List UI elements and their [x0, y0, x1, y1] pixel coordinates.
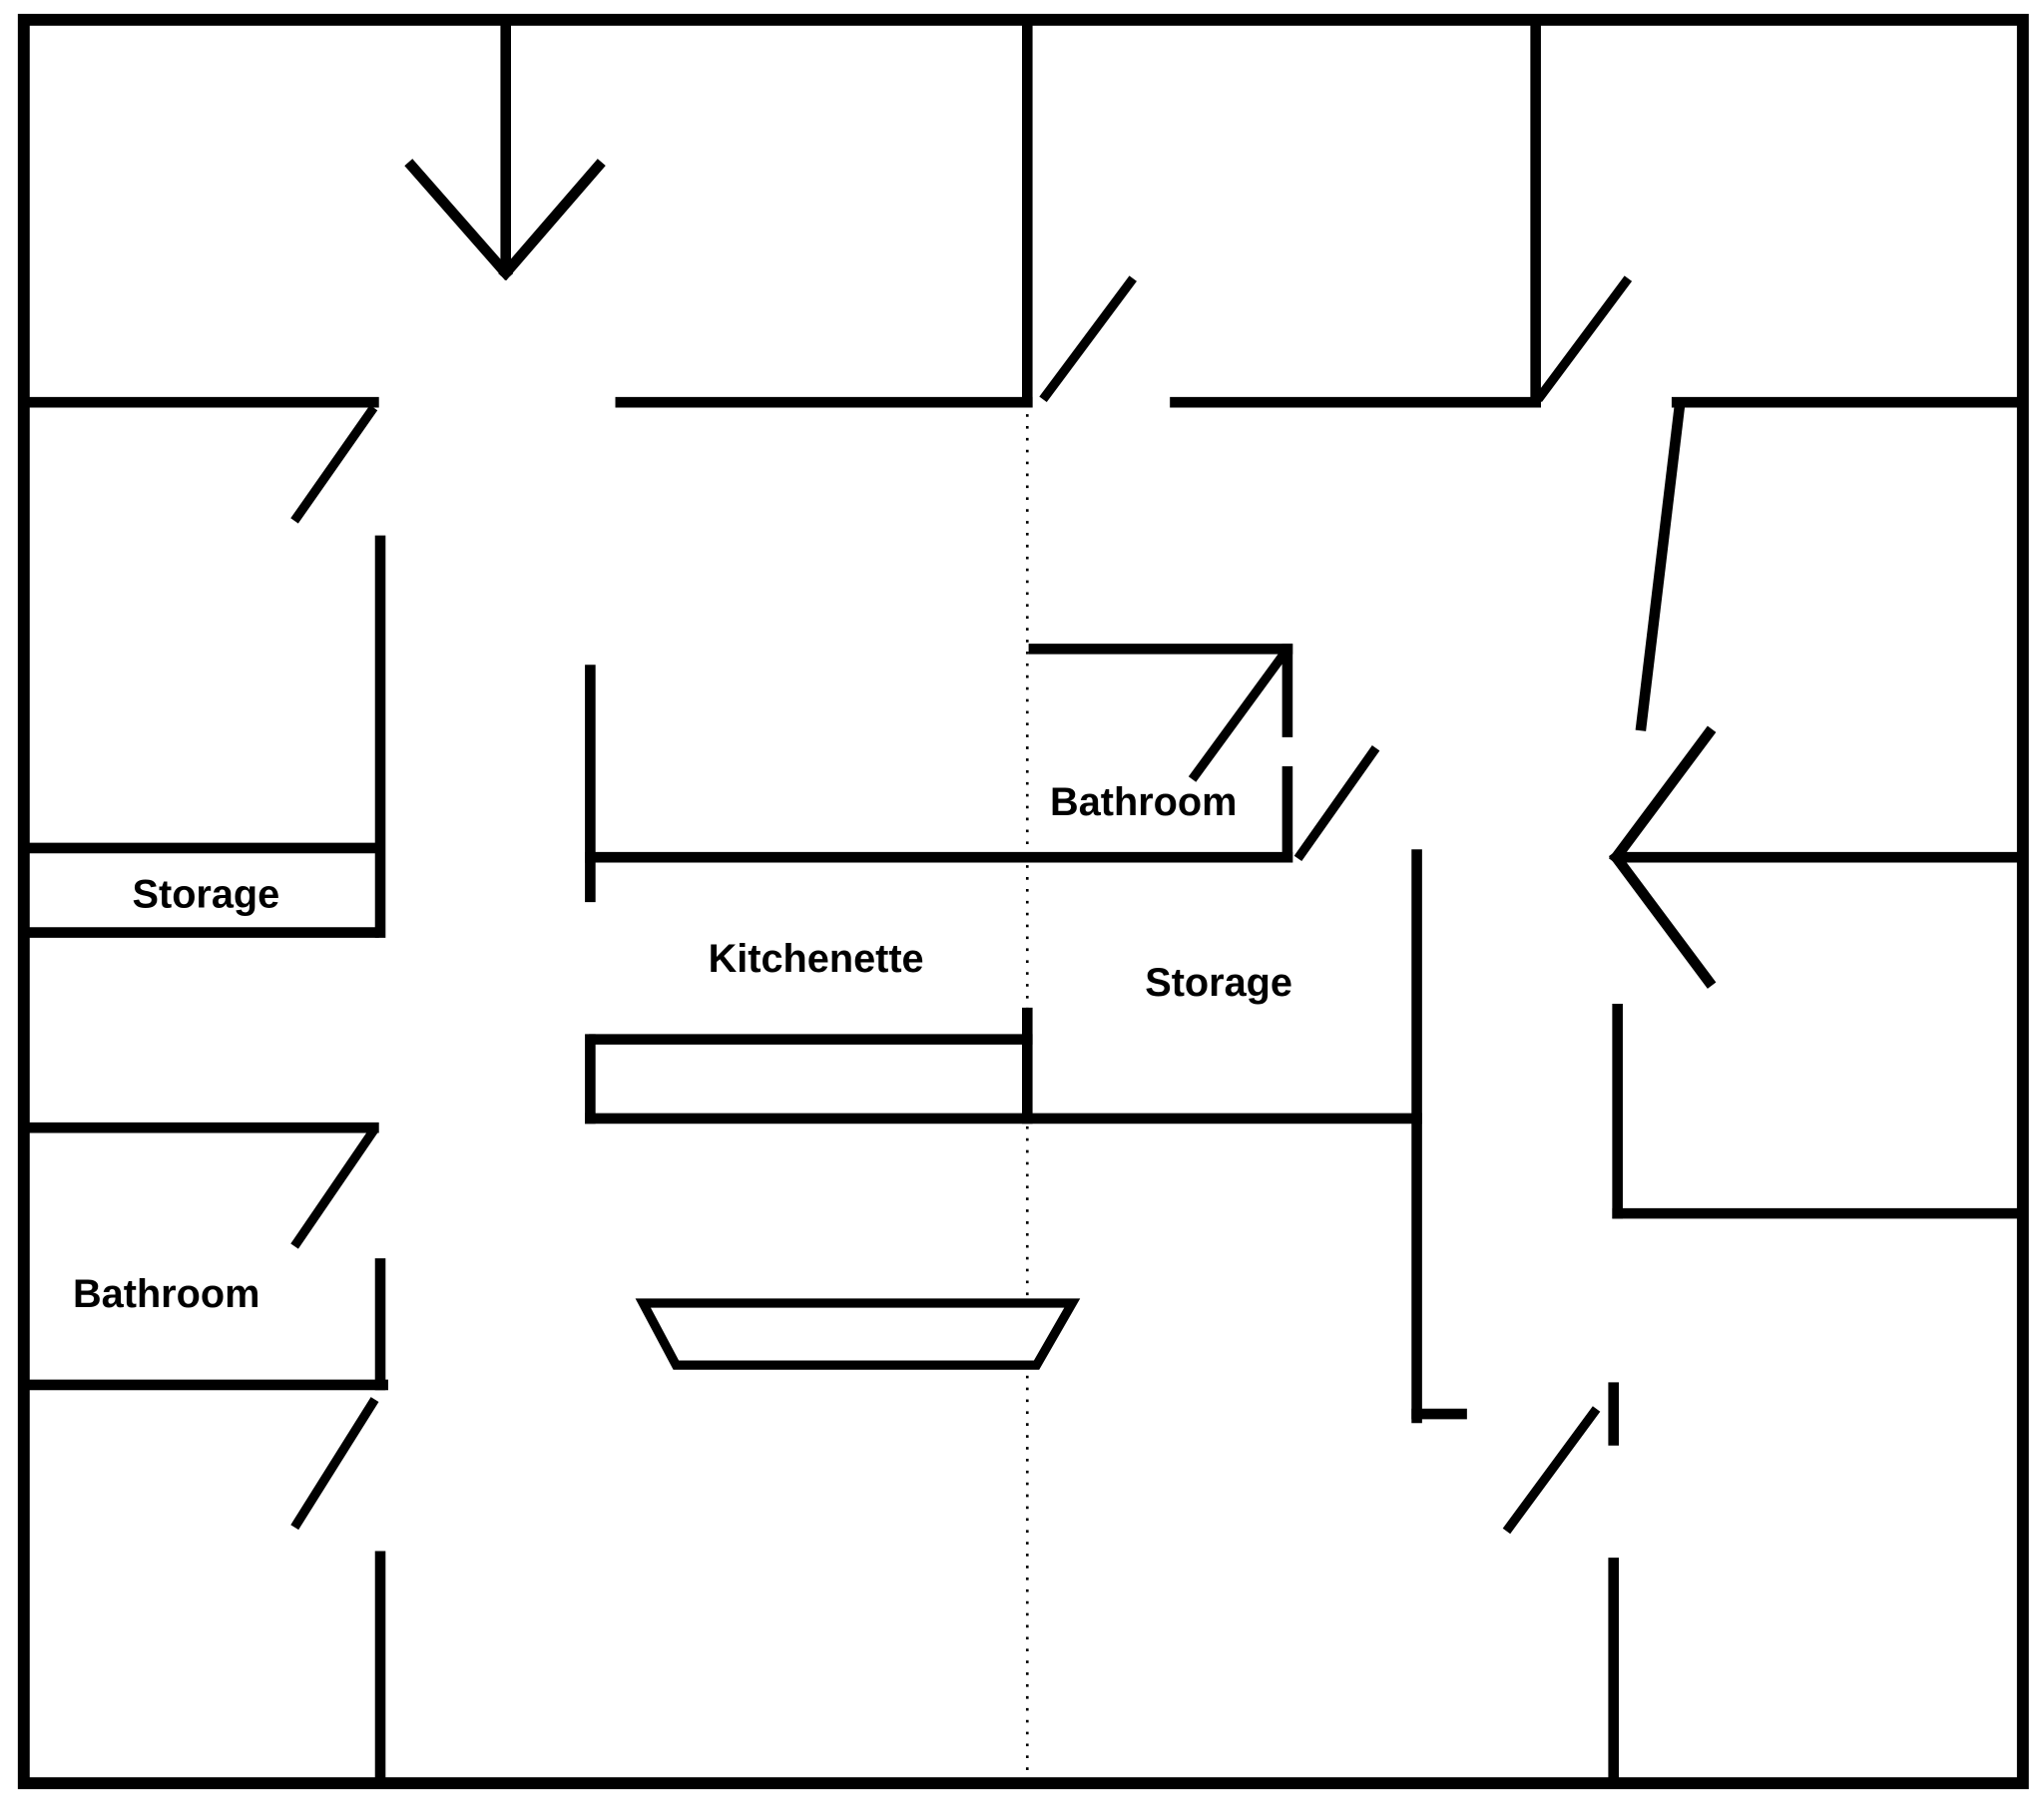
entrance-arrow-top-head [498, 159, 606, 281]
door-swing [1293, 745, 1380, 862]
door-swing [290, 1127, 378, 1249]
entrance-arrow-top-head [404, 159, 514, 281]
entrance-arrow-right-head [1608, 849, 1717, 989]
door-swing [1502, 1406, 1601, 1535]
room-label: Storage [1145, 961, 1292, 1005]
room-label: Storage [133, 872, 280, 916]
kitchen-fixture [635, 1298, 1081, 1370]
room-label: Kitchenette [709, 937, 924, 981]
door-swing [1534, 275, 1633, 403]
entrance-arrow-right-head [1608, 725, 1717, 865]
room-label: Bathroom [1050, 780, 1237, 824]
door-swing [290, 404, 378, 524]
door-swing [1188, 652, 1287, 782]
door-swing [1039, 275, 1137, 403]
room-label: Bathroom [73, 1272, 259, 1316]
door-swing [290, 1397, 379, 1531]
wall [1635, 400, 1686, 731]
